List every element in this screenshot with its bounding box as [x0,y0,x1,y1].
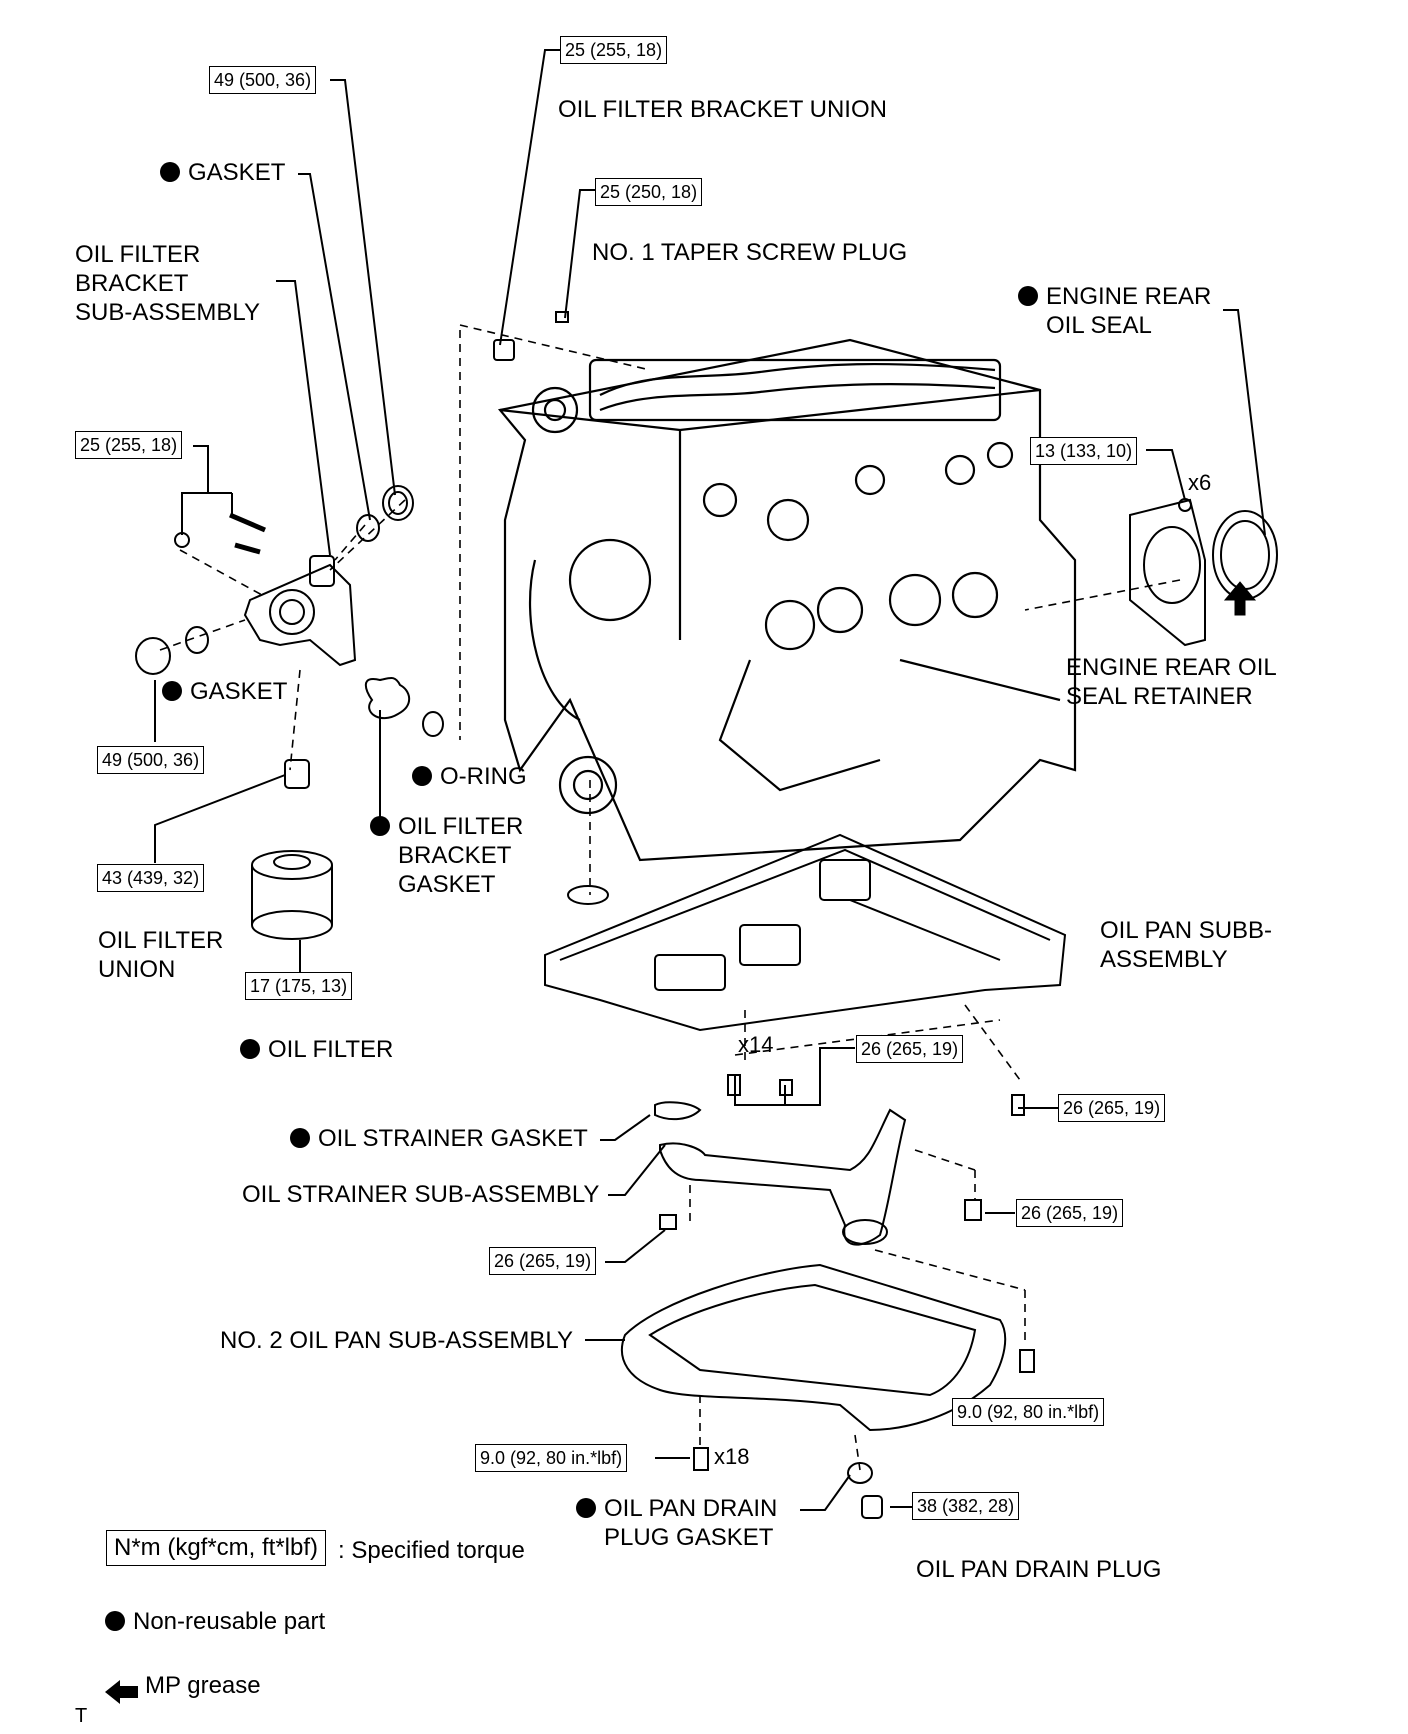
label-engine-rear-oil-seal: ENGINE REAR OIL SEAL [1018,282,1211,340]
label-oil-pan-drain-plug-gasket: OIL PAN DRAIN PLUG GASKET [576,1494,777,1552]
bracket-gasket-part [364,677,411,720]
non-reusable-icon [240,1039,260,1059]
oil-filter-bracket [243,555,357,667]
torque-strainer-right: 26 (265, 19) [1016,1199,1124,1227]
footer-mark: T [75,1705,88,1727]
label-oil-pan-drain-plug: OIL PAN DRAIN PLUG [916,1556,1162,1583]
torque-taper-plug: 25 (250, 18) [595,178,703,206]
torque-oil-filter: 17 (175, 13) [245,972,353,1000]
leader-strainer-sub [608,1144,666,1196]
leader-bracket-sub [276,280,331,556]
non-reusable-icon [412,766,432,786]
label-oil-filter: OIL FILTER [240,1035,393,1064]
engine-block [497,338,1077,862]
label-gasket-top: GASKET [160,158,285,187]
oil-filter-part [251,850,333,940]
leader-rear-retainer [1146,449,1186,501]
no2-oil-pan-part [620,1263,1007,1432]
leader-drain-gasket [800,1474,851,1511]
label-oil-strainer-sub-assembly: OIL STRAINER SUB-ASSEMBLY [242,1181,600,1208]
non-reusable-icon [162,681,182,701]
torque-pan-bolt-b: 26 (265, 19) [1058,1094,1166,1122]
label-oil-filter-bracket-gasket: OIL FILTER BRACKET GASKET [370,812,523,899]
rear-seal-retainer-part [1129,498,1206,647]
leader-strainer-left [605,1229,666,1263]
legend-non-reusable: Non-reusable part [105,1607,325,1636]
legend-torque-unit: N*m (kgf*cm, ft*lbf) [106,1530,327,1566]
label-no2-oil-pan-sub-assembly: NO. 2 OIL PAN SUB-ASSEMBLY [220,1327,573,1354]
torque-drain-plug: 38 (382, 28) [912,1492,1020,1520]
non-reusable-icon [290,1128,310,1148]
taper-screw-plug [555,311,569,323]
torque-pan-bolt-a: 26 (265, 19) [856,1035,964,1063]
label-gasket-mid: GASKET [162,677,287,706]
label-oil-filter-bracket-sub-assembly: OIL FILTER BRACKET SUB-ASSEMBLY [75,241,260,326]
torque-bracket-union: 25 (255, 18) [560,36,668,64]
legend-torque-desc: : Specified torque [338,1537,525,1564]
non-reusable-icon [370,816,390,836]
leader-bracket-bolts [181,445,209,535]
count-x18: x18 [714,1444,750,1469]
label-oil-filter-bracket-union: OIL FILTER BRACKET UNION [558,96,887,123]
label-no1-taper-screw-plug: NO. 1 TAPER SCREW PLUG [592,239,908,266]
count-x6: x6 [1188,470,1212,495]
label-oil-filter-union: OIL FILTER UNION [98,927,224,983]
leader-gasket-top-torque [330,79,396,496]
mp-grease-legend-icon [105,1680,138,1704]
label-engine-rear-oil-seal-retainer: ENGINE REAR OIL SEAL RETAINER [1066,654,1277,710]
legend-mp-grease: MP grease [145,1672,261,1699]
torque-plug-lower: 49 (500, 36) [97,746,205,774]
label-oil-strainer-gasket: OIL STRAINER GASKET [290,1124,588,1153]
torque-bracket-bolts: 25 (255, 18) [75,431,183,459]
torque-no2-pan-right: 9.0 (92, 80 in.*lbf) [952,1398,1105,1426]
leader-taper-plug [564,189,597,319]
torque-gasket-top: 49 (500, 36) [209,66,317,94]
leader-rear-seal [1223,309,1266,536]
non-reusable-icon [105,1611,125,1631]
leader-filter-union [154,774,286,863]
leader-gasket-top [298,173,371,521]
non-reusable-icon [1018,286,1038,306]
torque-rear-retainer: 13 (133, 10) [1030,437,1138,465]
non-reusable-icon [576,1498,596,1518]
label-oil-pan-sub-assembly: OIL PAN SUBB- ASSEMBLY [1100,917,1273,973]
torque-filter-union: 43 (439, 32) [97,864,205,892]
leader-bracket-union [499,49,560,346]
label-o-ring: O-RING [412,762,527,791]
count-x14: x14 [738,1032,774,1057]
bracket-union [493,339,515,361]
mp-grease-arrow-icon [1223,581,1257,616]
oil-filter-union-part [284,759,310,789]
torque-no2-pan-left: 9.0 (92, 80 in.*lbf) [475,1444,628,1472]
non-reusable-icon [160,162,180,182]
leader-strainer-gasket [600,1114,651,1141]
oil-strainer-part [654,1101,907,1246]
oil-pan-sub-assembly-part [544,833,1067,1032]
torque-strainer-left: 26 (265, 19) [489,1247,597,1275]
